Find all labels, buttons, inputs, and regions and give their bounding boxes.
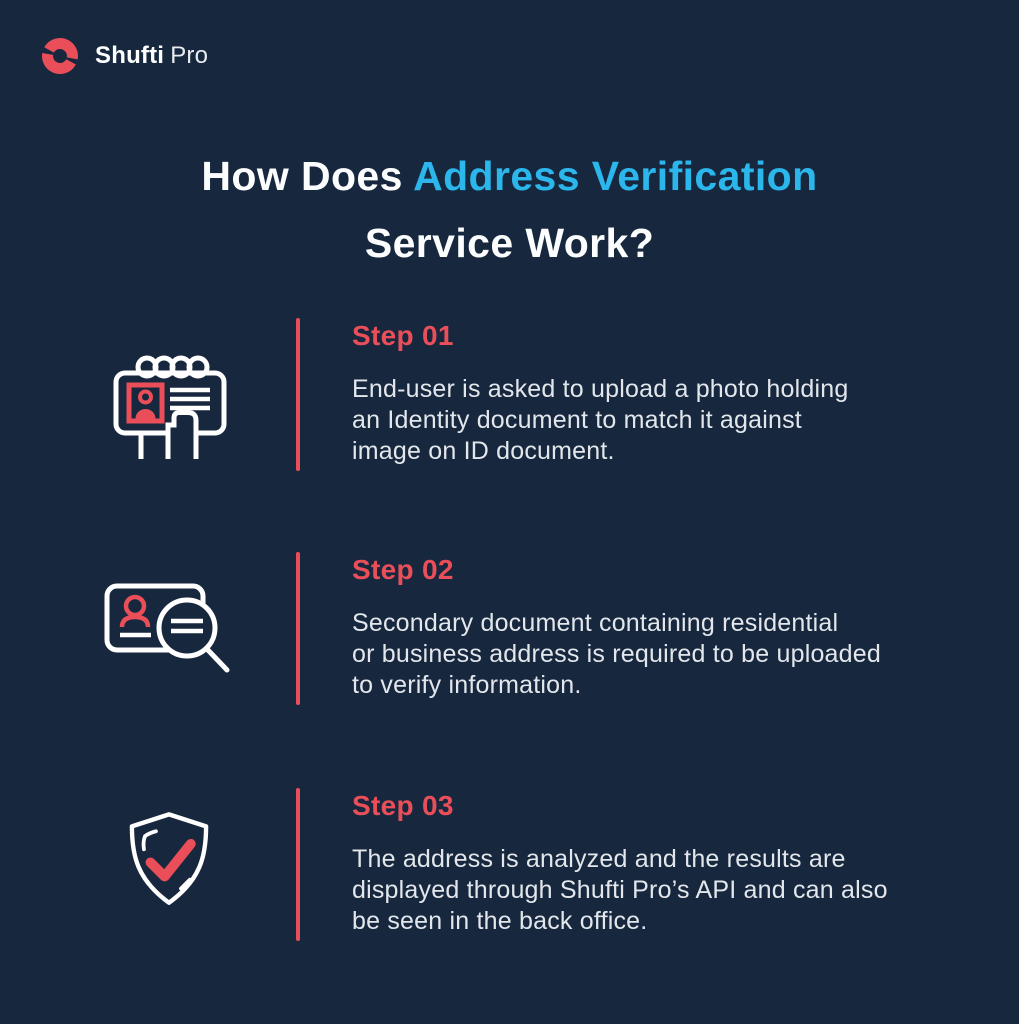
id-card-hand-icon <box>106 351 238 461</box>
step-description-line: displayed through Shufti Pro’s API and c… <box>352 876 888 904</box>
id-card-magnifier-icon <box>103 580 243 684</box>
brand-name-secondary: Pro <box>170 42 209 69</box>
step-description-1: End-user is asked to upload a photo hold… <box>352 374 972 467</box>
page-title-line1: How Does Address Verification <box>201 153 817 199</box>
brand-logo: Shufti Pro <box>40 36 208 76</box>
step-content-2: Step 02 Secondary document containing re… <box>352 552 972 701</box>
shufti-ring-icon <box>40 36 80 76</box>
step-label-3: Step 03 <box>352 790 454 821</box>
step-description-line: be seen in the back office. <box>352 907 648 935</box>
step-row-2: Step 02 Secondary document containing re… <box>0 552 1019 708</box>
step-label-1: Step 01 <box>352 320 454 351</box>
step-description-line: or business address is required to be up… <box>352 640 881 668</box>
page-title-line2: Service Work? <box>364 220 655 267</box>
step-description-line: Secondary document containing residentia… <box>352 609 839 637</box>
step-row-1: Step 01 End-user is asked to upload a ph… <box>0 318 1019 474</box>
step-description-line: image on ID document. <box>352 437 615 465</box>
shield-check-icon <box>114 810 224 906</box>
step-label-2: Step 02 <box>352 554 454 585</box>
step-content-3: Step 03 The address is analyzed and the … <box>352 788 972 937</box>
step-content-1: Step 01 End-user is asked to upload a ph… <box>352 318 972 467</box>
title-highlight: Address Verification <box>413 153 818 200</box>
step-description-3: The address is analyzed and the results … <box>352 844 972 937</box>
step-divider <box>296 318 300 471</box>
title-prefix: How Does <box>201 153 414 200</box>
step-row-3: Step 03 The address is analyzed and the … <box>0 788 1019 944</box>
page-title: How Does Address Verification Service Wo… <box>0 143 1019 277</box>
step-description-2: Secondary document containing residentia… <box>352 608 972 701</box>
brand-name-primary: Shufti <box>95 42 165 69</box>
brand-name: Shufti Pro <box>95 42 208 70</box>
step-divider <box>296 788 300 941</box>
step-description-line: to verify information. <box>352 671 582 699</box>
step-description-line: End-user is asked to upload a photo hold… <box>352 375 849 403</box>
step-description-line: an Identity document to match it against <box>352 406 802 434</box>
step-description-line: The address is analyzed and the results … <box>352 845 846 873</box>
step-divider <box>296 552 300 705</box>
